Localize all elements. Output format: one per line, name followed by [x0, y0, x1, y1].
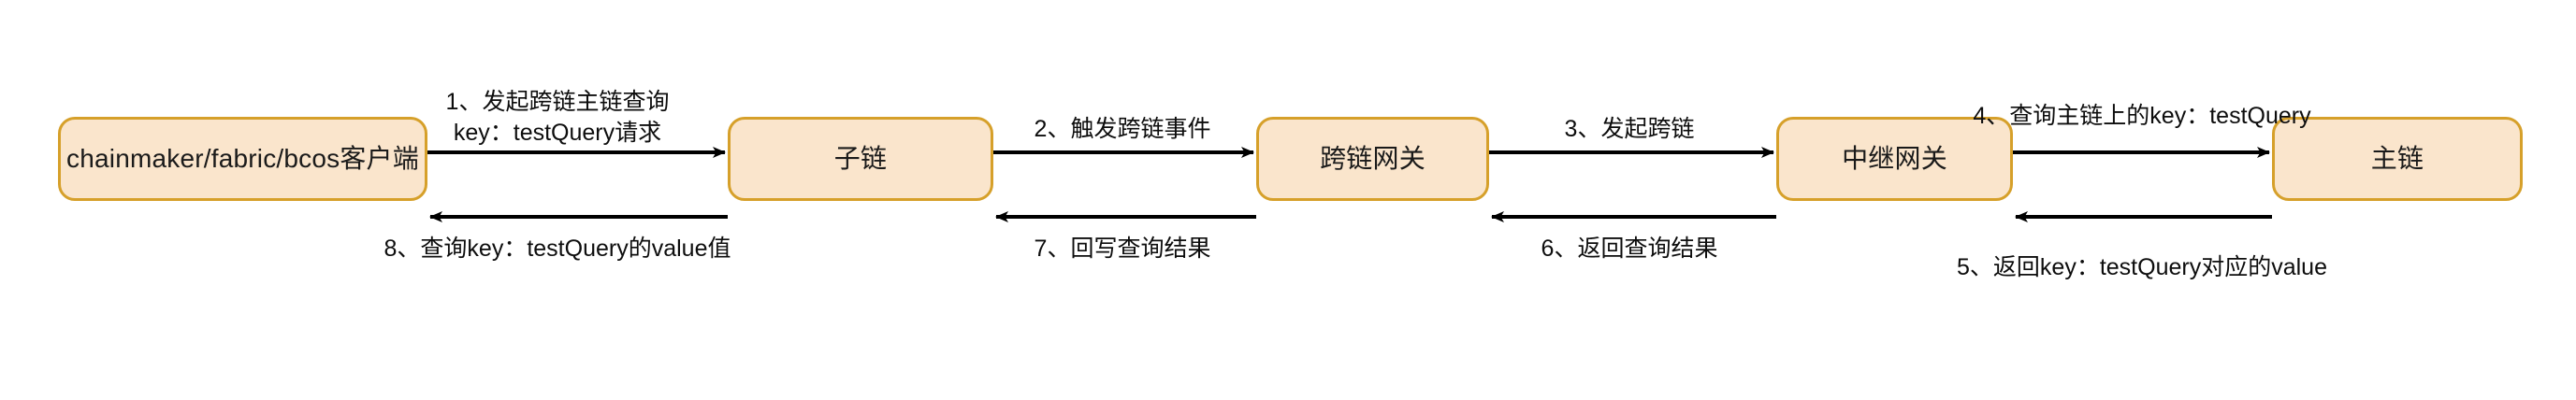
node-mainchain-label: 主链 [2370, 144, 2424, 173]
edge-label-step-4-line-1: 4、查询主链上的key：testQuery [1973, 103, 2311, 129]
node-crosschain-gateway[interactable]: 跨链网关 [1256, 117, 1489, 201]
edge-label-step-7-line-1: 7、回写查询结果 [1034, 236, 1211, 262]
edge-label-step-5-line-1: 5、返回key：testQuery对应的value [1957, 254, 2327, 280]
edge-label-step-1-line-2: key：testQuery请求 [453, 119, 662, 146]
edge-label-step-6: 6、返回查询结果 [1541, 234, 1718, 264]
node-subchain[interactable]: 子链 [728, 117, 993, 201]
edge-label-step-7: 7、回写查询结果 [1035, 234, 1211, 264]
edge-label-step-8: 8、查询key：testQuery的value值 [384, 234, 731, 264]
node-client[interactable]: chainmaker/fabric/bcos客户端 [58, 117, 427, 201]
node-mainchain[interactable]: 主链 [2272, 117, 2523, 201]
edge-label-step-6-line-1: 6、返回查询结果 [1541, 236, 1718, 262]
node-relay-gateway-label: 中继网关 [1842, 144, 1947, 173]
edge-label-step-8-line-1: 8、查询key：testQuery的value值 [384, 236, 731, 262]
node-subchain-label: 子链 [833, 144, 888, 173]
edge-label-step-3-line-1: 3、发起跨链 [1564, 116, 1695, 142]
node-relay-gateway[interactable]: 中继网关 [1776, 117, 2013, 201]
edge-label-step-1: 1、发起跨链主链查询 key：testQuery请求 [446, 87, 670, 148]
node-client-label: chainmaker/fabric/bcos客户端 [66, 144, 419, 173]
edge-label-step-2-line-1: 2、触发跨链事件 [1034, 116, 1211, 142]
edge-label-step-3: 3、发起跨链 [1565, 114, 1695, 144]
edge-label-step-2: 2、触发跨链事件 [1035, 114, 1211, 144]
edge-label-step-1-line-1: 1、发起跨链主链查询 [445, 89, 670, 115]
node-crosschain-gateway-label: 跨链网关 [1320, 144, 1425, 173]
edge-label-step-5: 5、返回key：testQuery对应的value [1957, 252, 2327, 282]
edge-label-step-4: 4、查询主链上的key：testQuery [1973, 101, 2310, 131]
